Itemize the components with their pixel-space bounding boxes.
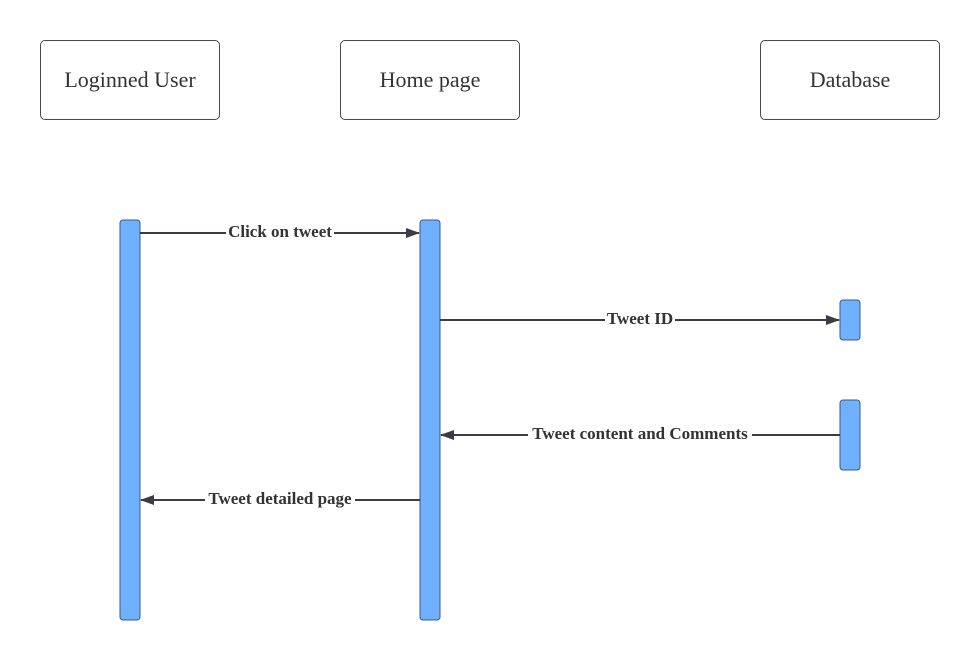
participant-loginned-user: Loginned User — [40, 40, 220, 120]
participant-database: Database — [760, 40, 940, 120]
participant-label: Loginned User — [64, 67, 196, 92]
participant-home-page: Home page — [340, 40, 520, 120]
message-label-tweet-detailed-page: Tweet detailed page — [208, 489, 352, 508]
message-label-tweet-content: Tweet content and Comments — [532, 424, 748, 443]
activation-bar-home — [419, 219, 441, 621]
activation-bar-db-1 — [839, 299, 861, 341]
participant-label: Database — [809, 67, 891, 92]
message-label-tweet-id: Tweet ID — [607, 309, 673, 328]
message-label-click-on-tweet: Click on tweet — [228, 222, 332, 241]
activation-bar-db-2 — [839, 399, 861, 471]
participant-label: Home page — [379, 67, 481, 92]
activation-bar-user — [119, 219, 141, 621]
